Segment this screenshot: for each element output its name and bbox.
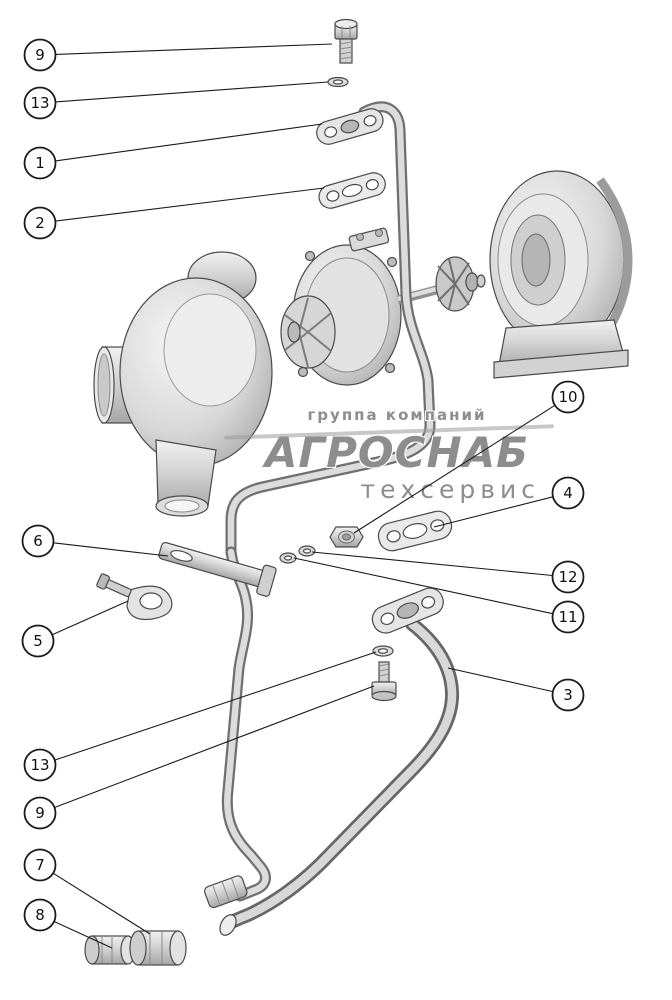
plain-washer [279, 552, 297, 564]
washer-top [327, 76, 349, 88]
turbine-housing [489, 170, 633, 379]
oil-drain-pipe [219, 587, 460, 936]
pipe-clamp [96, 573, 173, 621]
compressor-housing [93, 251, 273, 517]
spring-washer [298, 545, 316, 557]
oil-return-pipe [204, 546, 271, 909]
pipe-end-fitting [204, 875, 248, 909]
support-bracket [158, 541, 277, 597]
bolt-bottom [371, 661, 397, 702]
turbo-cartridge [280, 227, 486, 386]
supply-pipe-flange [316, 108, 384, 145]
hose-coupling-small [84, 935, 136, 965]
inlet-gasket [318, 172, 386, 209]
hex-nut [329, 526, 364, 548]
washer-bottom [372, 645, 394, 657]
bolt-top [334, 18, 358, 64]
hose-coupling-large [129, 930, 187, 966]
drain-gasket [377, 510, 453, 552]
